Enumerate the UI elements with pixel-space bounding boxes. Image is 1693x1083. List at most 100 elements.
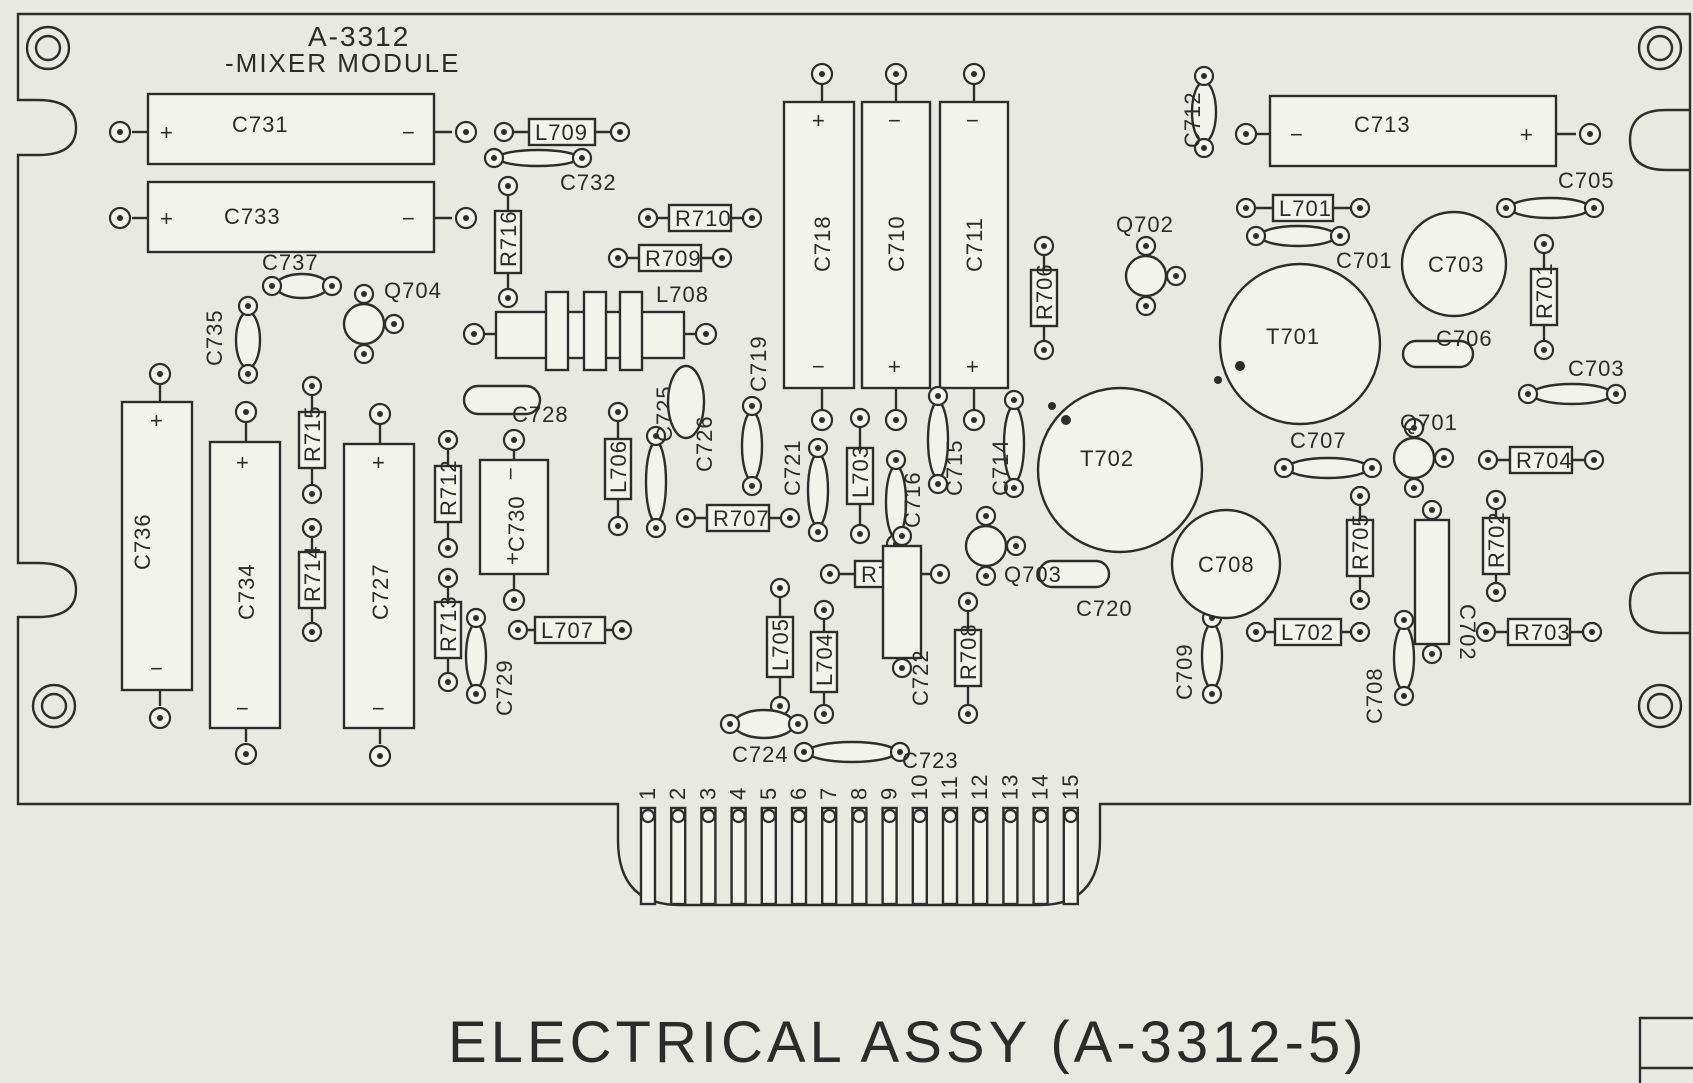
c716-label: C716 (900, 471, 925, 528)
l706-label: L706 (606, 440, 631, 493)
capacitor-c733: + − C733 (108, 180, 478, 254)
r716-part: R716 (493, 175, 523, 309)
connector-pin-13: 13 (997, 774, 1022, 906)
connector-pin-label: 9 (877, 787, 902, 800)
capacitor-c718-minus: − (812, 354, 826, 379)
c709-label: C709 (1172, 643, 1197, 700)
c709-part: C709 (1172, 607, 1224, 705)
c724-label: C724 (732, 742, 789, 767)
title-block-corner (1638, 1016, 1693, 1083)
c735-label: C735 (202, 309, 227, 366)
c721-label: C721 (780, 439, 805, 496)
r702-label: R702 (1484, 511, 1509, 568)
connector-pin-15: 15 (1058, 774, 1083, 906)
capacitor-c727: + − C727 (342, 402, 416, 768)
c722-label: C722 (908, 649, 933, 706)
c729-part: C729 (464, 607, 517, 716)
capacitor-c710-plus: + (888, 354, 902, 379)
capacitor-c736-plus: + (150, 408, 164, 433)
capacitor-c718-label: C718 (810, 215, 835, 272)
connector-pin-6: 6 (786, 787, 811, 906)
capacitor-c730-plus: + (506, 546, 520, 571)
r706-label: R706 (1032, 263, 1057, 320)
connector-pin-label: 3 (695, 787, 720, 800)
q701-transistor: Q701 (1392, 410, 1458, 499)
capacitor-c736-minus: − (150, 656, 164, 681)
capacitor-c730-minus: − (498, 466, 523, 480)
r715-part: R715 (297, 375, 327, 505)
connector-pin-label: 5 (756, 787, 781, 800)
c737-part: C737 (261, 250, 343, 300)
c719-label: C719 (746, 335, 771, 392)
connector-pin-9: 9 (877, 787, 902, 906)
connector-pin-7: 7 (816, 787, 841, 906)
l704-label: L704 (812, 633, 837, 686)
connector-pin-label: 7 (816, 787, 841, 800)
transformer-t701: T701 (1214, 262, 1382, 426)
capacitor-c711-label: C711 (962, 217, 987, 272)
l705-label: L705 (768, 618, 793, 671)
l709-label: L709 (535, 120, 588, 145)
capacitor-c713-label: C713 (1354, 112, 1411, 137)
capacitor-c713-minus: − (1290, 122, 1304, 147)
board-part-number: A-3312 (308, 21, 410, 52)
c708-label: C708 (1362, 667, 1387, 724)
c726-label: C726 (692, 415, 717, 472)
connector-pin-label: 2 (665, 787, 690, 800)
capacitor-c713: − + C713 (1234, 94, 1602, 168)
transformer-t702-label: T702 (1080, 446, 1134, 471)
r701-part: R701 (1529, 233, 1559, 361)
capacitor-c733-minus: − (402, 206, 416, 231)
r704-part: R704 (1477, 445, 1605, 475)
connector-pin-label: 8 (846, 787, 871, 800)
c724-part: C724 (719, 708, 809, 767)
c719-part: C719 (740, 335, 771, 497)
c706-label: C706 (1436, 326, 1493, 351)
transformer-t702: T702 (1036, 386, 1204, 554)
q703-label: Q703 (1004, 562, 1062, 587)
capacitor-c718: + − C718 (782, 62, 856, 432)
q704-label: Q704 (384, 278, 442, 303)
l703-part: L703 (845, 407, 875, 545)
c729-label: C729 (492, 659, 517, 716)
r707-label: R707 (713, 506, 770, 531)
c732-label: C732 (560, 170, 617, 195)
c708-part: C708 (1362, 609, 1416, 724)
r703-part: R703 (1475, 617, 1603, 647)
capacitor-c711: − + C711 (938, 62, 1010, 432)
c712-label: C712 (1180, 91, 1205, 148)
r715-label: R715 (300, 405, 325, 462)
c723-label: C723 (902, 748, 959, 773)
capacitor-c734-label: C734 (234, 563, 259, 620)
r701-label: R701 (1532, 262, 1557, 319)
c707-part: C707 (1273, 428, 1383, 480)
capacitor-c731-plus: + (160, 120, 174, 145)
l709-part: L709 (493, 117, 631, 147)
q701-label: Q701 (1400, 410, 1458, 435)
c720-part: C720 (1037, 559, 1133, 621)
capacitor-c711-plus: + (966, 354, 980, 379)
c707-label: C707 (1290, 428, 1347, 453)
r702-part: R702 (1481, 489, 1511, 603)
r712-label: R712 (436, 459, 461, 516)
r714-part: R714 (297, 517, 327, 643)
capacitor-c713-plus: + (1520, 122, 1534, 147)
r712-part: R712 (433, 429, 463, 559)
connector-pin-label: 14 (1028, 774, 1053, 800)
c701-label: C701 (1336, 248, 1393, 273)
c735-part: C735 (202, 295, 262, 385)
mounting-hole-bl (31, 683, 77, 729)
c720-label: C720 (1076, 596, 1133, 621)
resistor-layer: R716R710R709R715R714R712R713R707R711R708… (297, 175, 1605, 725)
c714-label: C714 (988, 439, 1013, 496)
l707-part: L707 (507, 615, 633, 645)
connector-pin-12: 12 (967, 774, 992, 906)
capacitor-c730: − + C730 (478, 428, 550, 612)
capacitor-c717: C708 (1170, 508, 1282, 620)
capacitor-c734-plus: + (236, 450, 250, 475)
l701-part: L701 (1235, 193, 1371, 223)
q702-transistor: Q702 (1116, 212, 1187, 317)
